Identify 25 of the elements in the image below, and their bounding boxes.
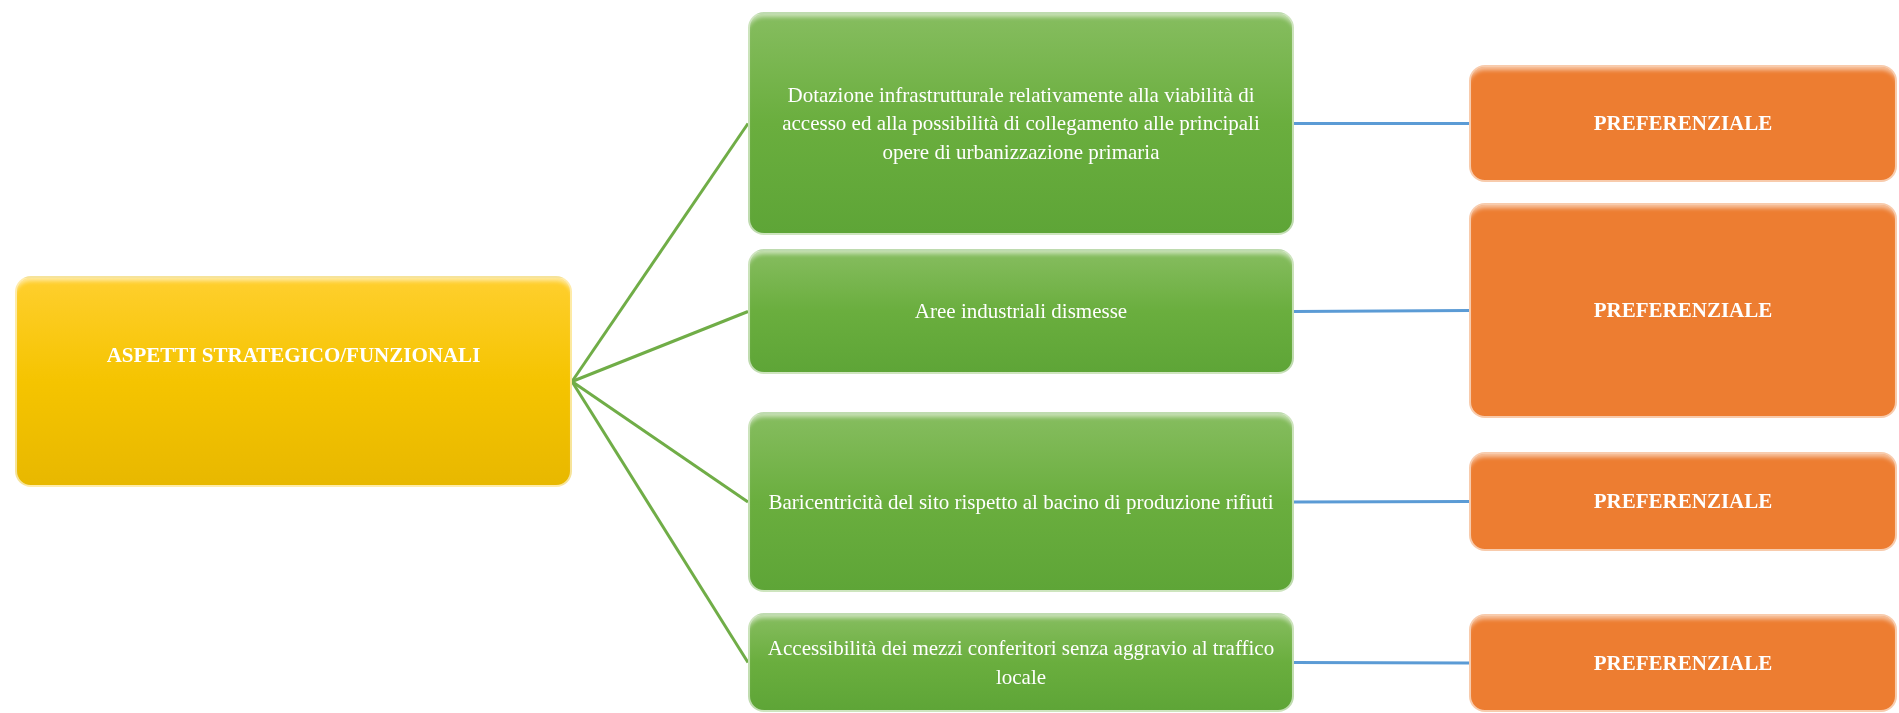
box-label: Dotazione infrastrutturale relativamente alla viabilità di accesso ed alla possibilità di collegamento alle principali opere di urbanizzazione primaria bbox=[781, 82, 1261, 166]
process-box bbox=[748, 12, 1294, 235]
connector-line bbox=[1294, 661, 1469, 665]
connector-line bbox=[571, 310, 749, 383]
box-label: Aree industriali dismesse bbox=[914, 298, 1128, 326]
process-box bbox=[748, 249, 1294, 374]
process-box bbox=[1469, 65, 1897, 182]
process-box bbox=[748, 613, 1294, 712]
box-label: PREFERENZIALE bbox=[1593, 649, 1773, 677]
process-box bbox=[1469, 614, 1897, 712]
process-box bbox=[1469, 203, 1897, 418]
box-label: PREFERENZIALE bbox=[1593, 488, 1773, 516]
box-label: Accessibilità dei mezzi conferitori senza aggravio al traffico locale bbox=[766, 635, 1276, 691]
process-box bbox=[15, 276, 572, 487]
process-box bbox=[1469, 452, 1897, 551]
box-label: ASPETTI STRATEGICO/FUNZIONALI bbox=[106, 342, 481, 370]
connector-line bbox=[1294, 122, 1469, 125]
connector-line bbox=[571, 380, 749, 504]
box-label: PREFERENZIALE bbox=[1593, 110, 1773, 138]
connector-line bbox=[1294, 309, 1469, 313]
connector-line bbox=[1294, 500, 1469, 504]
connector-line bbox=[570, 122, 750, 383]
box-label: PREFERENZIALE bbox=[1593, 297, 1773, 325]
process-box bbox=[748, 412, 1294, 592]
box-label: Baricentricità del sito rispetto al bacino di produzione rifiuti bbox=[768, 488, 1274, 516]
